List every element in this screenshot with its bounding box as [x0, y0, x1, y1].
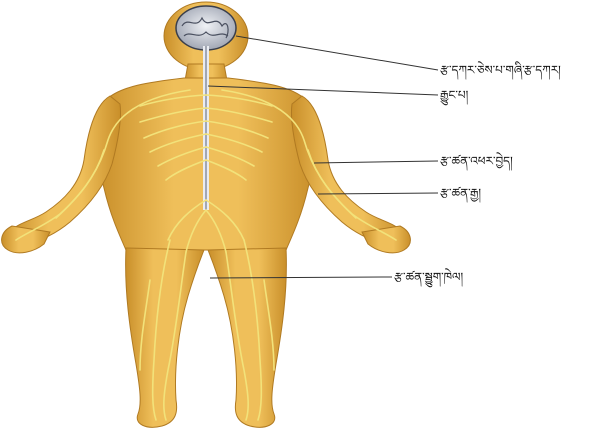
left-leg [126, 248, 204, 427]
label-forearm-nerve: རྩ་ཚན་རྒྱ། [440, 186, 481, 200]
label-spinal-cord: རྒྱུང་པ། [440, 88, 468, 102]
label-arm-nerve: རྩ་ཚན་འཕར་བྱེད། [440, 154, 513, 168]
label-brain: རྩ་དཀར་ཅེས་པ་གཞི་རྩ་དཀར། [440, 63, 561, 77]
brain [176, 6, 236, 50]
left-arm [10, 96, 121, 244]
leader-line-arm-nerve [314, 161, 438, 163]
label-leg-nerve: རྩ་ཚན་སྦྱུག་ཁེལ། [394, 270, 463, 284]
leader-line-brain [236, 36, 438, 70]
right-arm [291, 96, 402, 244]
right-leg [208, 248, 286, 427]
